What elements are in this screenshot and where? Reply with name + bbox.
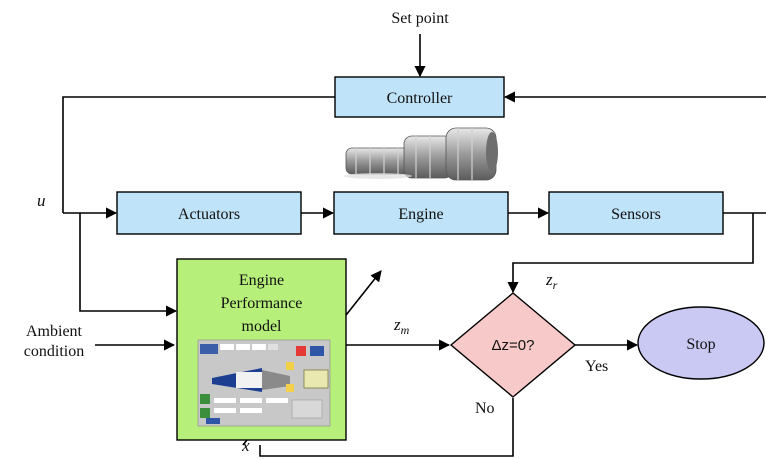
model-label-line3: model bbox=[242, 318, 283, 335]
decision-diamond: Δz=0? bbox=[449, 292, 577, 398]
model-software-screenshot bbox=[197, 339, 331, 427]
zr-signal-label: zr bbox=[545, 270, 558, 292]
controller-output-line bbox=[62, 96, 335, 213]
model-label-line1: Engine bbox=[239, 272, 284, 289]
sensors-label: Sensors bbox=[611, 206, 661, 223]
actuators-label: Actuators bbox=[178, 206, 240, 223]
decision-label: Δz=0? bbox=[492, 337, 535, 354]
engine-block: Engine bbox=[333, 191, 509, 235]
zr-line bbox=[507, 213, 754, 294]
actuators-block: Actuators bbox=[116, 191, 302, 235]
stop-terminal: Stop bbox=[637, 306, 765, 380]
u-to-model bbox=[79, 213, 178, 317]
set-point-label: Set point bbox=[391, 10, 449, 27]
no-line bbox=[259, 398, 514, 457]
controller-block: Controller bbox=[334, 76, 505, 118]
stop-label: Stop bbox=[686, 336, 715, 353]
ambient-label-line1: Ambient bbox=[26, 323, 83, 340]
x-signal-label: x bbox=[241, 436, 250, 455]
ambient-label-line2: condition bbox=[24, 343, 84, 360]
u-signal-label: u bbox=[37, 191, 46, 210]
yes-label: Yes bbox=[585, 358, 608, 375]
no-label: No bbox=[475, 400, 495, 417]
model-label-line2: Performance bbox=[221, 295, 303, 312]
jet-engine-icon bbox=[344, 127, 498, 181]
performance-model-block: Engine Performance model bbox=[176, 258, 347, 441]
controller-label: Controller bbox=[387, 90, 453, 107]
engine-label: Engine bbox=[398, 206, 443, 223]
zm-signal-label: zm bbox=[393, 315, 410, 337]
sensors-block: Sensors bbox=[548, 191, 724, 235]
